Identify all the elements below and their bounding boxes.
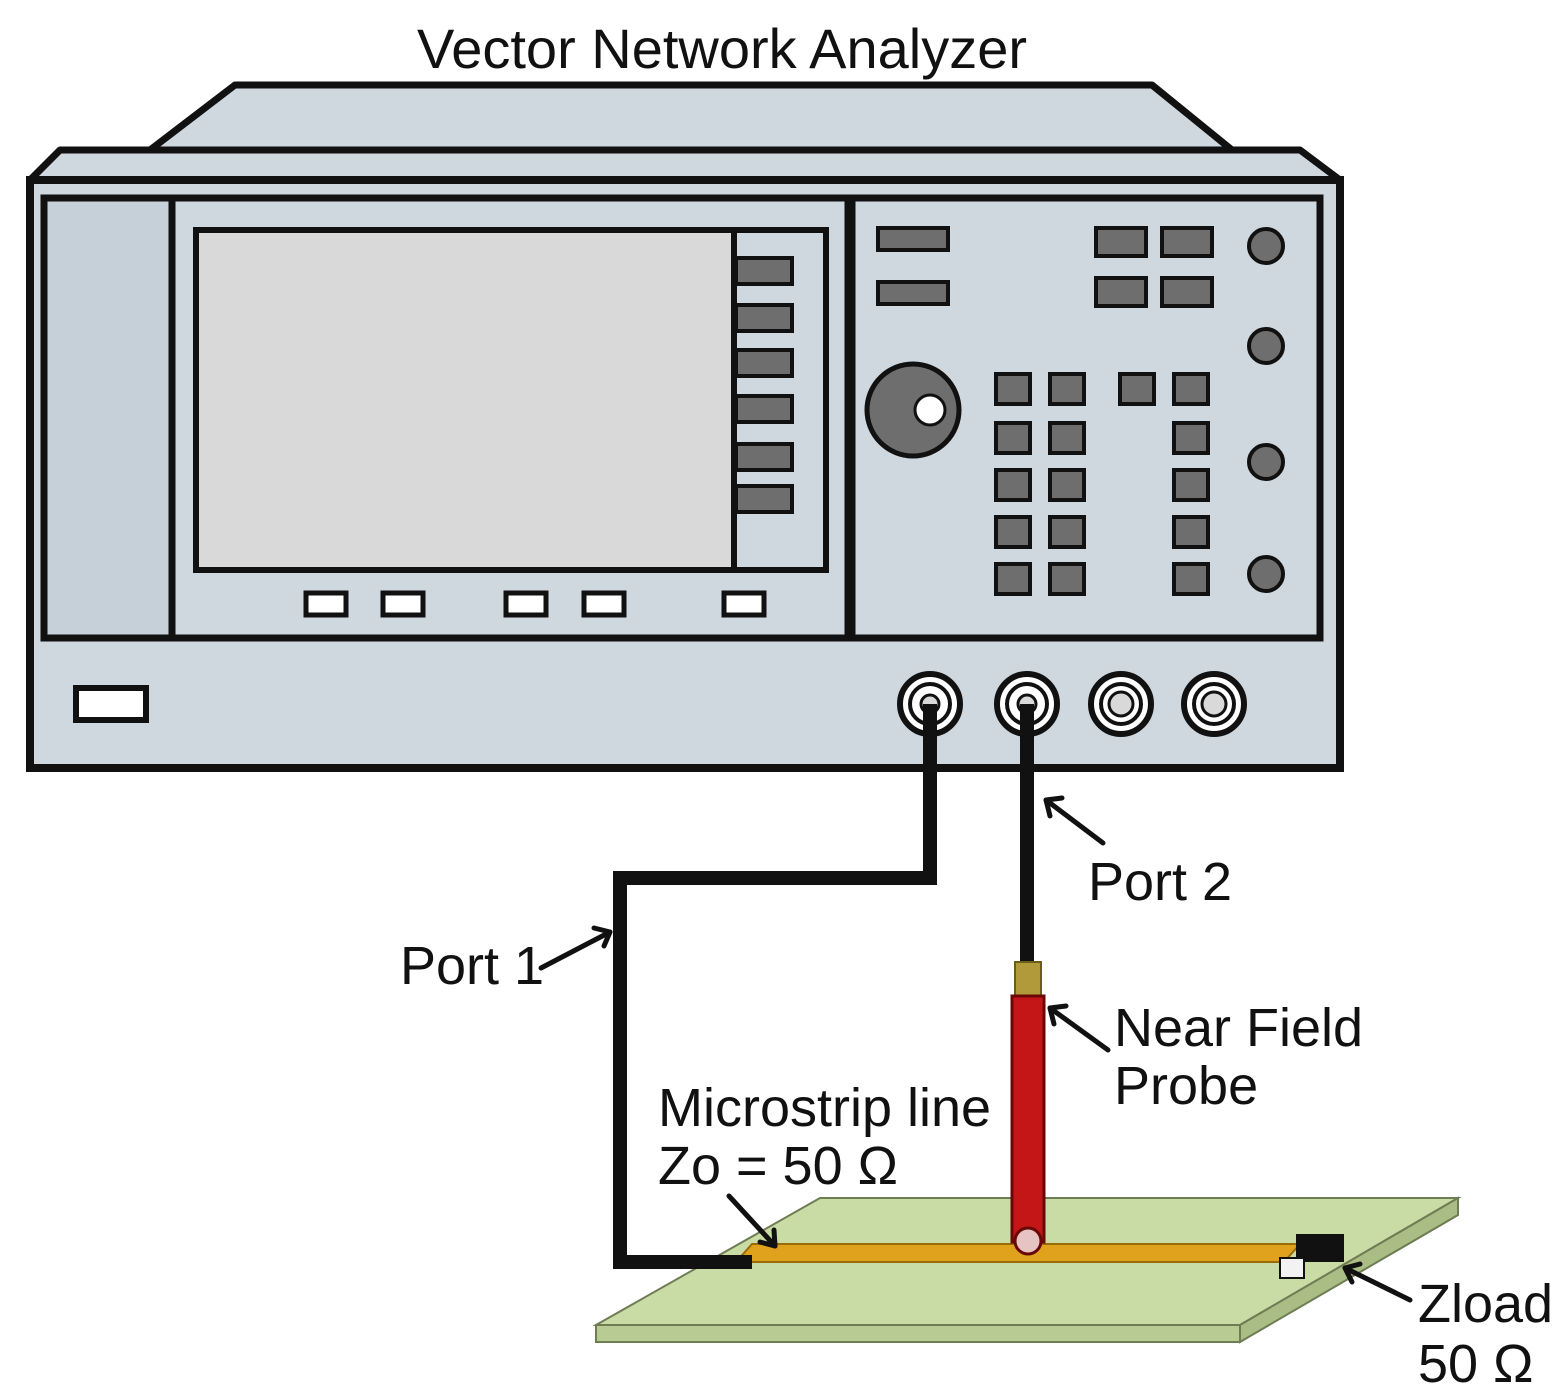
keypad — [994, 372, 1210, 596]
bottom-key — [380, 590, 426, 618]
display-bottom-buttons — [303, 590, 767, 618]
control-key — [876, 280, 950, 306]
keypad-key — [1172, 468, 1210, 502]
bottom-key — [503, 590, 549, 618]
port4-connector-icon — [1181, 671, 1247, 737]
softkey-button — [734, 348, 794, 378]
probe-tip — [1013, 1226, 1043, 1256]
control-key — [1160, 276, 1214, 308]
round-buttons — [1247, 227, 1285, 593]
keypad-key — [994, 421, 1032, 455]
softkey-buttons — [734, 256, 794, 514]
round-button — [1247, 443, 1285, 481]
microstrip-arrow-icon — [726, 1193, 778, 1249]
annotation-arrows — [538, 795, 1413, 1303]
keypad-key — [1048, 372, 1086, 406]
round-button — [1247, 227, 1285, 265]
keypad-key — [994, 515, 1032, 549]
board-edge — [595, 1324, 1241, 1343]
rotary-knob-icon — [864, 361, 962, 459]
keypad-key — [1172, 372, 1210, 406]
zload-label-line1: Zload — [1418, 1274, 1553, 1334]
probe-ferrule — [1014, 961, 1042, 999]
port1-label: Port 1 — [400, 936, 544, 996]
bottom-key — [303, 590, 349, 618]
round-button — [1247, 327, 1285, 365]
bottom-key — [721, 590, 767, 618]
control-keys-top — [876, 226, 1214, 308]
zload-label-line2: 50 Ω — [1418, 1334, 1533, 1394]
softkey-button — [734, 303, 794, 333]
control-key — [1094, 226, 1148, 258]
microstrip-board-icon — [592, 1196, 1462, 1344]
keypad-key — [1172, 515, 1210, 549]
port2-arrow-icon — [1043, 795, 1106, 846]
softkey-button — [734, 442, 794, 472]
keypad-key — [1048, 562, 1086, 596]
keypad-key — [1118, 372, 1156, 406]
keypad-key — [1048, 515, 1086, 549]
probe-body — [1010, 994, 1046, 1244]
instrument-side-strip — [40, 194, 176, 642]
control-key — [876, 226, 950, 252]
probe-label-line1: Near Field — [1114, 998, 1363, 1058]
load-resistor-icon — [1279, 1234, 1344, 1279]
keypad-key — [994, 468, 1032, 502]
probe-arrow-icon — [1047, 1003, 1111, 1053]
keypad-key — [1172, 562, 1210, 596]
probe-label-line2: Probe — [1114, 1056, 1258, 1116]
microstrip-label-line2: Zo = 50 Ω — [658, 1136, 898, 1196]
port2-label: Port 2 — [1088, 852, 1232, 912]
control-key — [1160, 226, 1214, 258]
keypad-key — [994, 562, 1032, 596]
softkey-button — [734, 484, 794, 514]
keypad-key — [994, 372, 1032, 406]
instrument-top-panel — [146, 81, 1236, 154]
port3-connector-icon — [1088, 671, 1154, 737]
power-switch — [73, 685, 149, 723]
keypad-key — [1048, 468, 1086, 502]
rotary-knob-indicator — [913, 393, 947, 427]
port1-arrow-icon — [538, 925, 613, 971]
round-button — [1247, 555, 1285, 593]
near-field-probe-icon — [1010, 961, 1046, 1256]
softkey-button — [734, 256, 794, 286]
port-connectors — [897, 671, 1247, 737]
keypad-key — [1172, 421, 1210, 455]
softkey-button — [734, 394, 794, 424]
control-key — [1094, 276, 1148, 308]
display-screen — [193, 227, 737, 573]
diagram-title: Vector Network Analyzer — [417, 17, 1027, 80]
microstrip-label-line1: Microstrip line — [658, 1078, 991, 1138]
bottom-key — [581, 590, 627, 618]
port1-cable — [613, 704, 937, 1269]
keypad-key — [1048, 421, 1086, 455]
vna-instrument-icon — [26, 81, 1344, 772]
instrument-top-lip — [26, 146, 1344, 184]
zload-arrow-icon — [1342, 1261, 1413, 1303]
